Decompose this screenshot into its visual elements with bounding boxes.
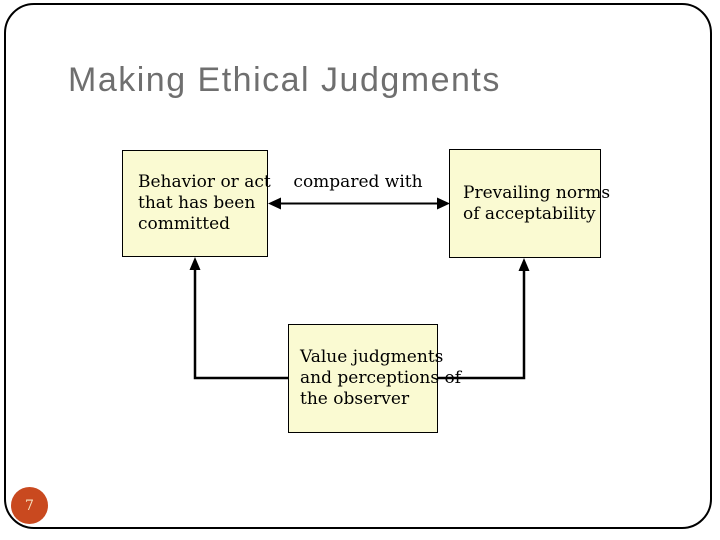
box-text-line: Value judgments xyxy=(300,347,444,367)
box-text-line: Prevailing norms xyxy=(463,182,611,203)
box-prevailing-norms: Prevailing norms of acceptability xyxy=(449,149,611,258)
page-number-badge: 7 xyxy=(11,487,48,524)
box-text-line: that has been xyxy=(138,193,256,213)
box-text-line: the observer xyxy=(300,389,410,409)
slide-border-frame xyxy=(4,3,712,529)
box-value-judgments: Value judgments and perceptions of the o… xyxy=(288,324,462,433)
page-number: 7 xyxy=(25,497,34,514)
box-text-line: and perceptions of xyxy=(300,368,462,388)
box-text-line: Behavior or act xyxy=(138,172,271,192)
box-behavior-or-act: Behavior or act that has been committed xyxy=(122,150,271,257)
slide-title: Making Ethical Judgments xyxy=(68,61,501,99)
box-text-line: of acceptability xyxy=(463,203,596,224)
box-text-line: committed xyxy=(138,214,231,234)
compared-with-label: compared with xyxy=(293,172,423,192)
